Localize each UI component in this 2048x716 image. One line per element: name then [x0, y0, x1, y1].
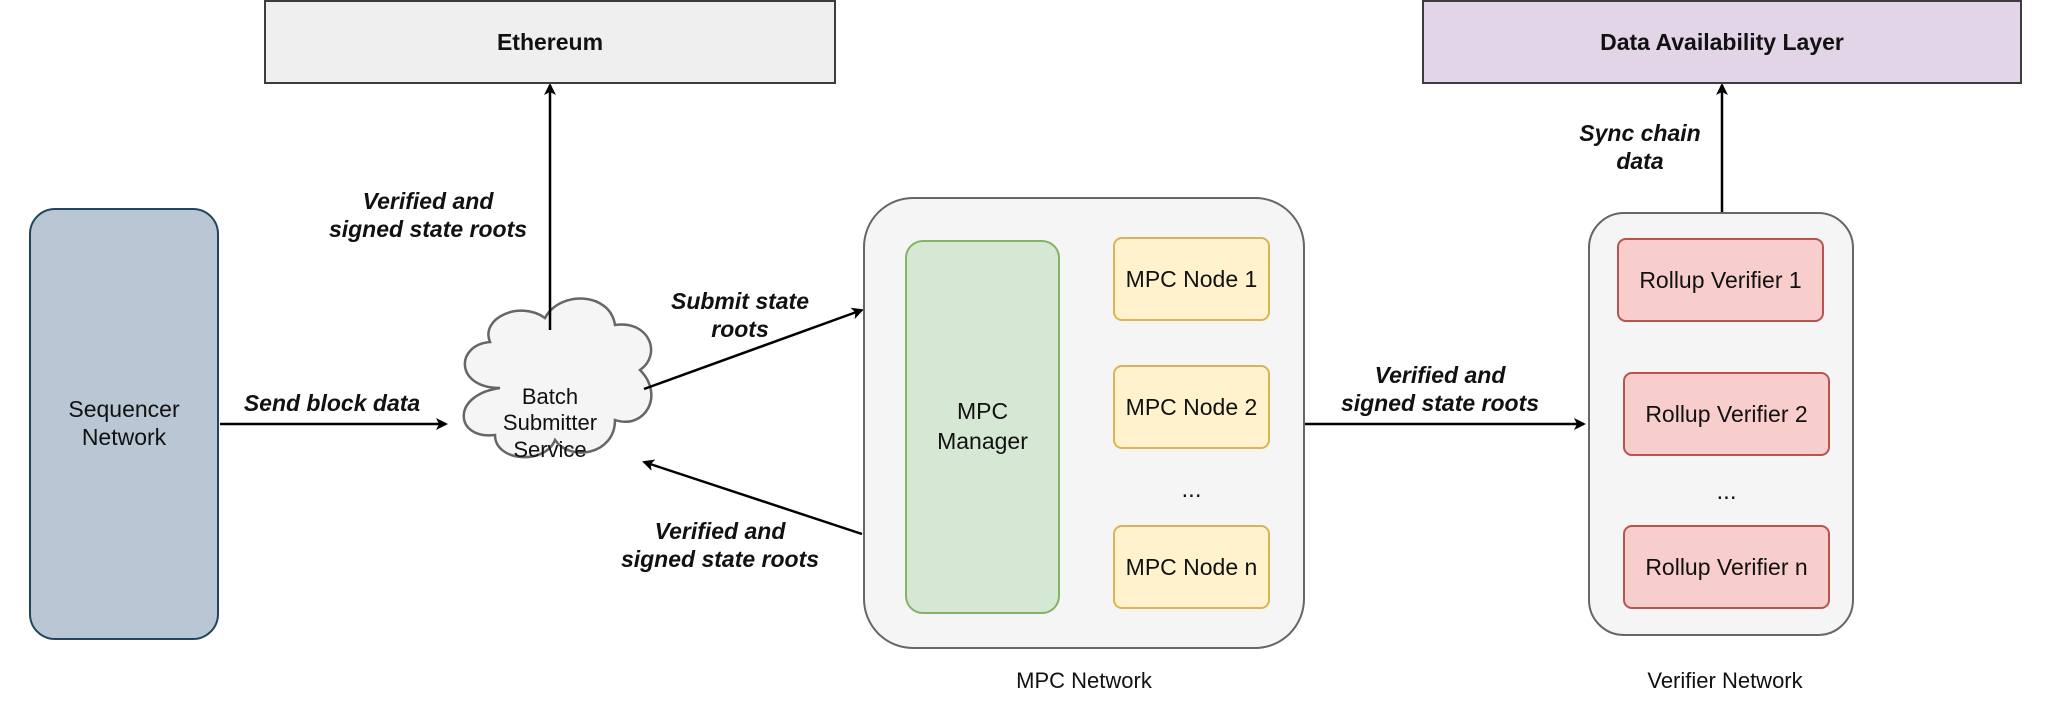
mpc-manager-box: MPC Manager: [905, 240, 1060, 614]
rollup-verifier-n: Rollup Verifier n: [1623, 525, 1830, 609]
verified-up-label: Verified and signed state roots: [328, 188, 528, 242]
mpc-node-n: MPC Node n: [1113, 525, 1270, 609]
verified-right-label: Verified and signed state roots: [1340, 362, 1540, 416]
submit-state-roots-label: Submit state roots: [670, 288, 810, 342]
mpc-node-2: MPC Node 2: [1113, 365, 1270, 449]
arrow-submit-state-roots: [643, 307, 864, 391]
batch-submitter-cloud: [462, 297, 653, 459]
mpc-node-n-label: MPC Node n: [1125, 553, 1258, 580]
rollup-verifier-ellipsis: ...: [1716, 478, 1737, 505]
rollup-verifier-n-label: Rollup Verifier n: [1645, 553, 1808, 580]
mpc-node-ellipsis: ...: [1181, 476, 1202, 503]
sequencer-label: Sequencer Network: [68, 396, 180, 450]
batch-submitter-label: Batch Submitter Service: [502, 384, 598, 462]
rollup-verifier-1: Rollup Verifier 1: [1617, 238, 1824, 322]
data-availability-layer-box: Data Availability Layer: [1422, 0, 2022, 84]
mpc-node-2-label: MPC Node 2: [1125, 393, 1258, 420]
arrow-verified-back: [642, 459, 863, 536]
mpc-manager-label: MPC Manager: [937, 398, 1028, 454]
verified-back-label: Verified and signed state roots: [620, 518, 820, 572]
rollup-verifier-2-label: Rollup Verifier 2: [1645, 400, 1808, 427]
rollup-verifier-1-label: Rollup Verifier 1: [1639, 266, 1802, 293]
send-block-data-label: Send block data: [243, 390, 421, 416]
mpc-node-1: MPC Node 1: [1113, 237, 1270, 321]
mpc-node-1-label: MPC Node 1: [1125, 265, 1258, 292]
data-availability-label: Data Availability Layer: [1600, 28, 1844, 55]
sequencer-network-box: Sequencer Network: [29, 208, 219, 640]
ethereum-label: Ethereum: [496, 28, 604, 55]
sync-chain-data-label: Sync chain data: [1579, 120, 1701, 174]
ethereum-box: Ethereum: [264, 0, 836, 84]
rollup-verifier-2: Rollup Verifier 2: [1623, 372, 1830, 456]
verifier-network-caption: Verifier Network: [1647, 668, 1803, 693]
mpc-network-caption: MPC Network: [1016, 668, 1152, 693]
